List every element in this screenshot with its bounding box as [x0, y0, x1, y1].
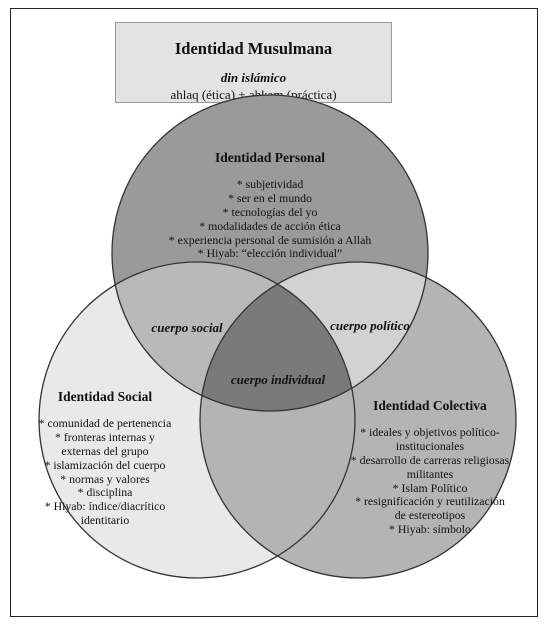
colectiva-item: * Hiyab: símbolo [389, 522, 471, 537]
colectiva-item: institucionales [395, 438, 465, 453]
social-item: * disciplina [77, 485, 133, 500]
social-item: * Hiyab: índice/diacrítico [44, 499, 166, 514]
label-cuerpo-politico: cuerpo político [330, 318, 410, 333]
colectiva-item: militantes [406, 466, 454, 481]
colectiva-heading: Identidad Colectiva [373, 398, 487, 413]
personal-item: * experiencia personal de sumisión a All… [168, 232, 372, 247]
personal-block: Identidad Personal * subjetividad * ser … [150, 150, 390, 261]
colectiva-block: Identidad Colectiva * ideales y objetivo… [330, 398, 530, 537]
outline-social [38, 261, 356, 579]
social-item: * normas y valores [60, 471, 150, 486]
overlap-center [200, 262, 355, 411]
colectiva-item: * Islam Político [392, 480, 468, 495]
social-heading: Identidad Social [57, 389, 153, 404]
personal-item: * tecnologías del yo [222, 204, 318, 219]
personal-item: * subjetividad [236, 176, 304, 191]
colectiva-item: * resignificación y reutilización [355, 494, 505, 509]
outline-personal [111, 94, 429, 412]
social-items: * comunidad de pertenencia * fronteras i… [20, 415, 190, 528]
social-item: * fronteras internas y [55, 429, 155, 444]
personal-item: * ser en el mundo [228, 190, 312, 205]
colectiva-item: * ideales y objetivos político- [360, 424, 500, 439]
personal-items: * subjetividad * ser en el mundo * tecno… [150, 176, 390, 261]
diagram-subtitle: din islámico [220, 70, 287, 85]
social-item: * comunidad de pertenencia [38, 415, 172, 430]
colectiva-item: de estereotipos [394, 508, 466, 523]
personal-heading: Identidad Personal [215, 150, 325, 165]
colectiva-items: * ideales y objetivos político- instituc… [330, 424, 530, 537]
colectiva-item: * desarrollo de carreras religiosas [350, 452, 510, 467]
social-item: * islamización del cuerpo [44, 457, 166, 472]
diagram-title: Identidad Musulmana [174, 39, 333, 58]
social-item: identitario [80, 513, 130, 528]
social-block: Identidad Social * comunidad de pertenen… [20, 389, 190, 528]
personal-item: * modalidades de acción ética [199, 218, 341, 233]
label-cuerpo-individual: cuerpo individual [230, 372, 326, 387]
label-cuerpo-social: cuerpo social [151, 320, 223, 335]
personal-item: * Hiyab: “elección individual” [197, 246, 343, 261]
outline-colectiva [199, 261, 517, 579]
social-item: externas del grupo [61, 443, 149, 458]
